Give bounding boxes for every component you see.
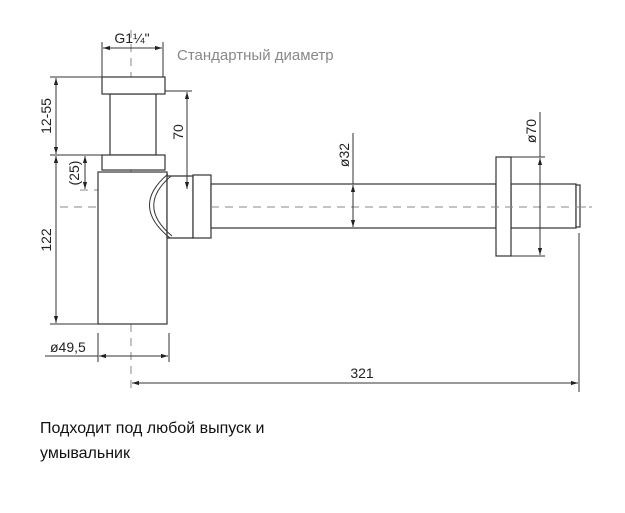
- body-diameter-label: ø49,5: [50, 339, 86, 355]
- siphon-body: [97, 76, 212, 325]
- caption-line-2: умывальник: [40, 445, 130, 462]
- total-length-label: 321: [350, 365, 374, 381]
- height-adjust-label: 12-55: [38, 98, 54, 134]
- outlet-drop-label: 70: [170, 124, 186, 140]
- body-height-label: 122: [38, 228, 54, 252]
- offset-label: (25): [66, 161, 82, 186]
- caption-line-1: Подходит под любой выпуск и: [40, 420, 265, 437]
- flange-diameter-label: ø70: [523, 119, 539, 143]
- thread-note: Стандартный диаметр: [177, 47, 334, 64]
- compatibility-caption: Подходит под любой выпуск и умывальник: [40, 416, 340, 466]
- thread-size-label: G1¼": [114, 30, 149, 46]
- pipe-diameter-label: ø32: [336, 143, 352, 167]
